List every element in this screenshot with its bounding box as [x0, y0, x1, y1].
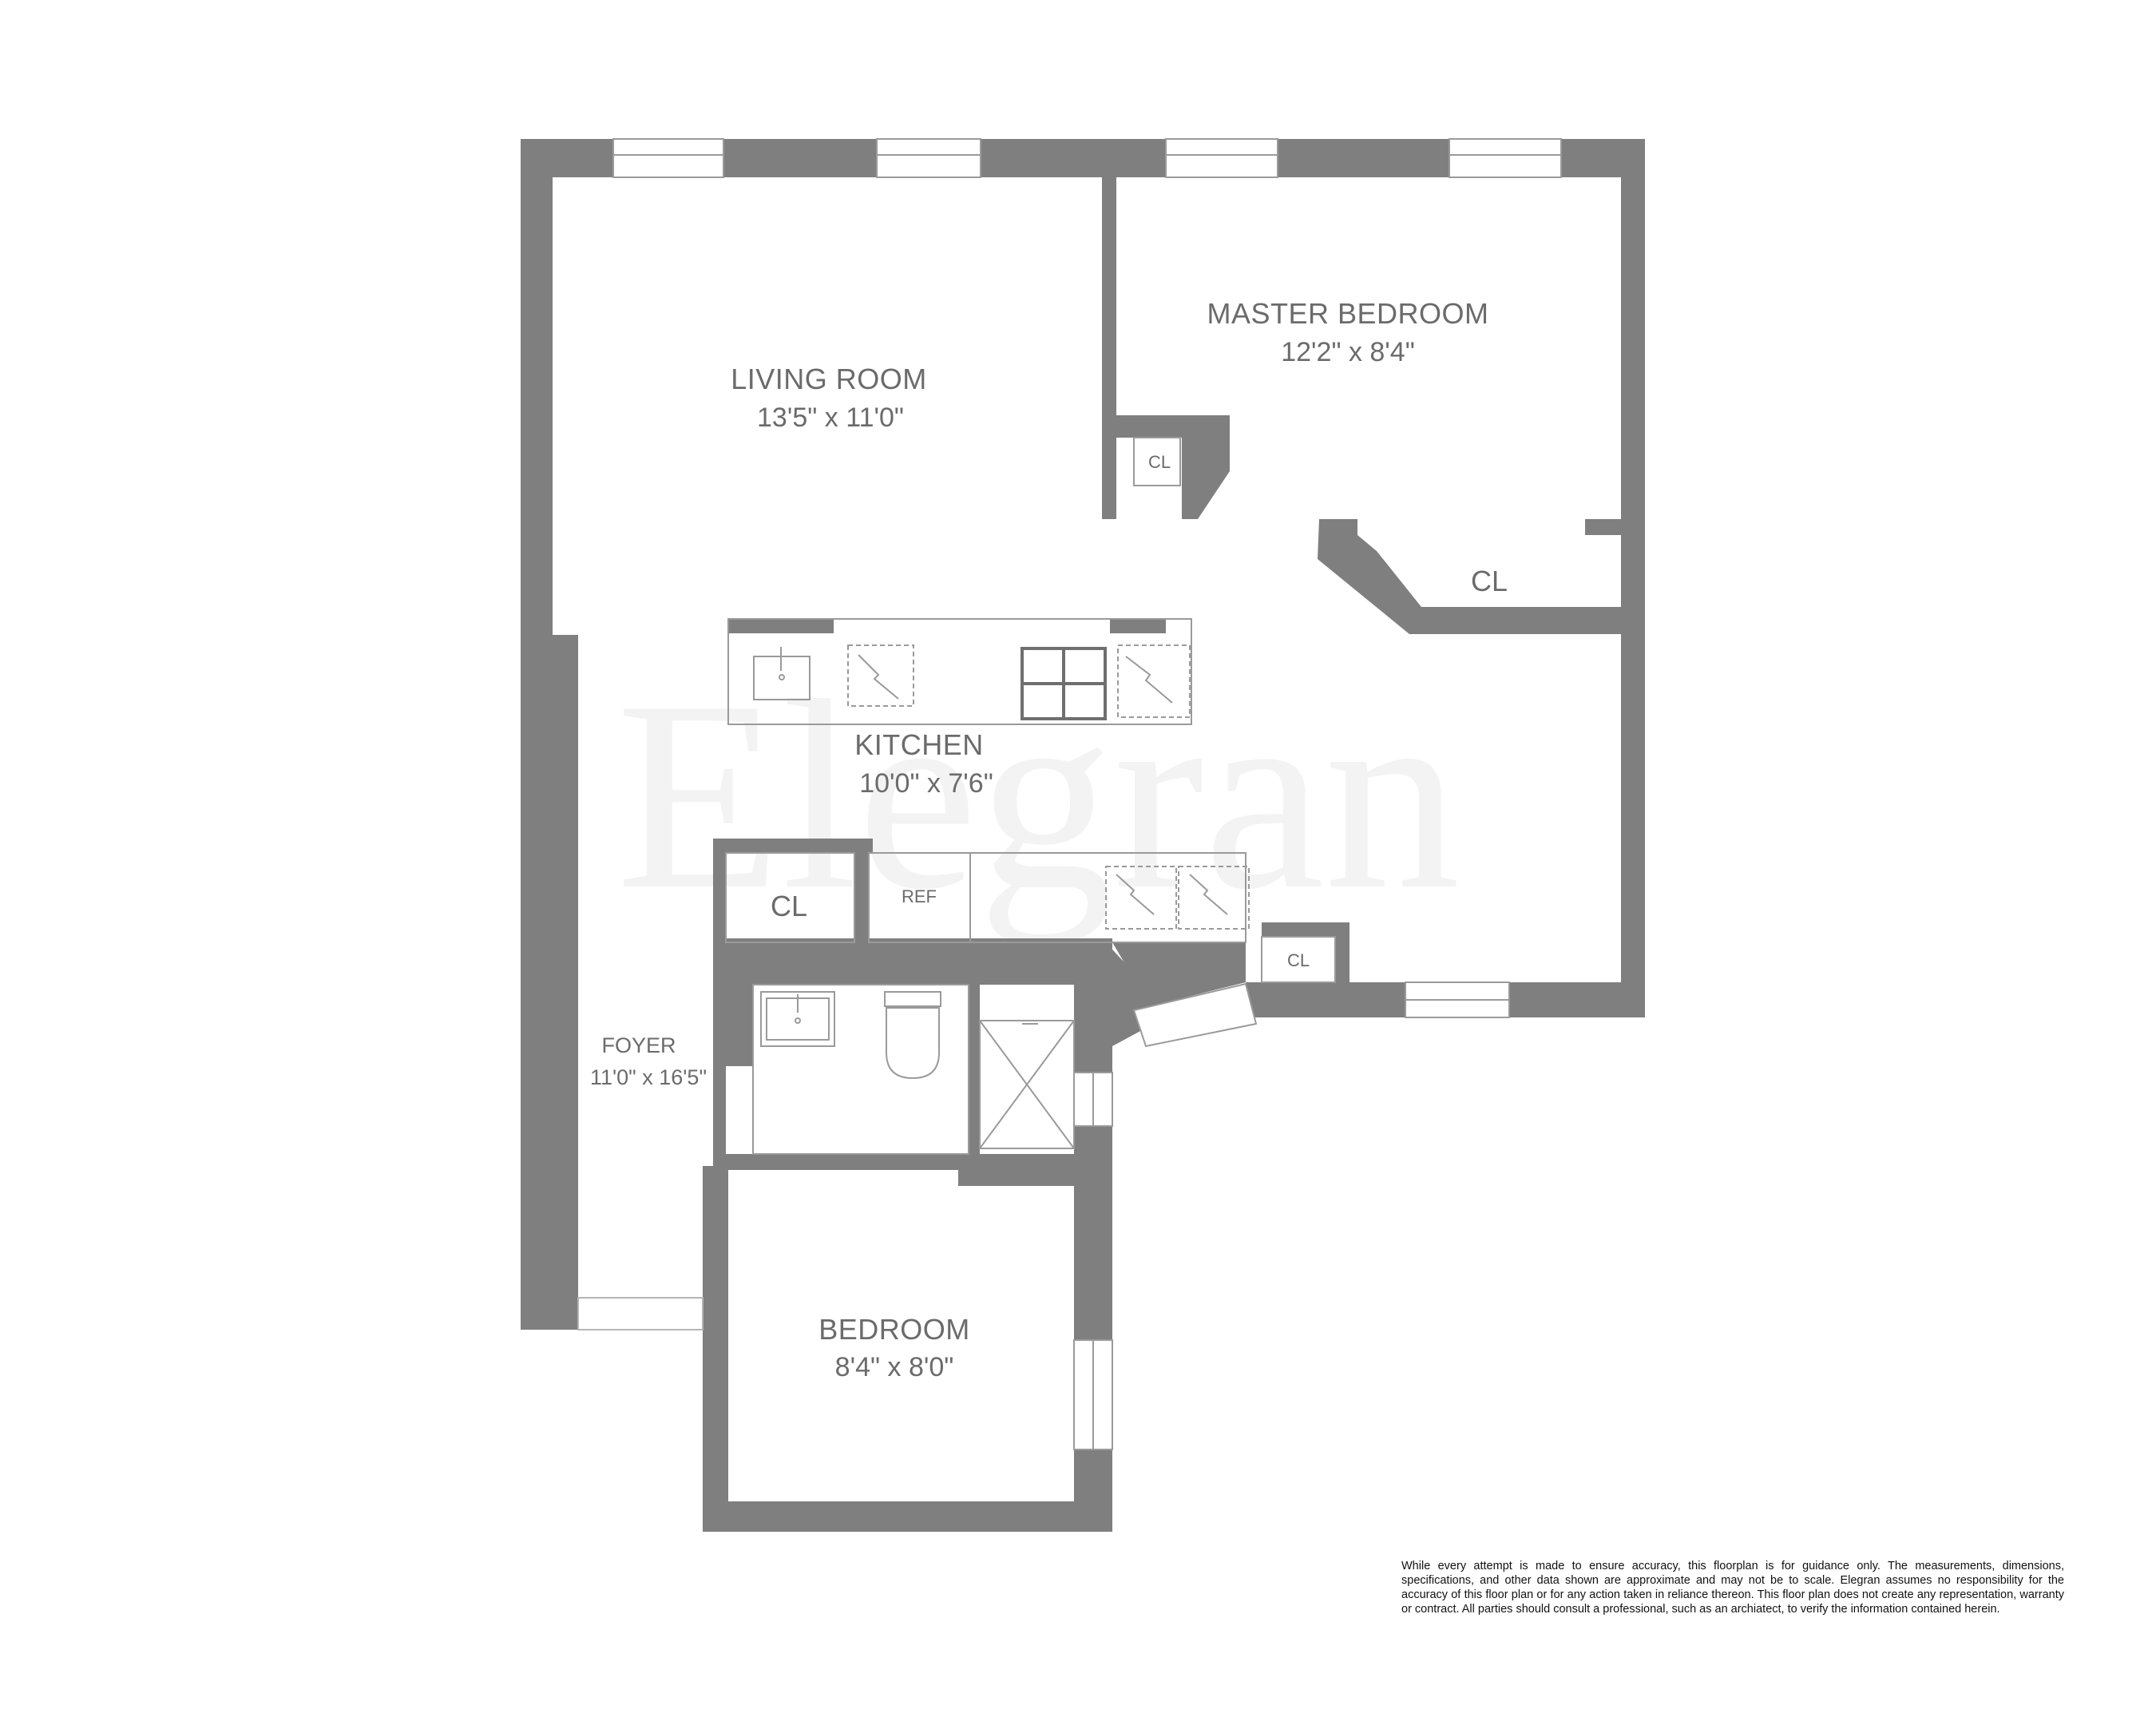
refrigerator-label: REF [902, 886, 937, 906]
closet-living-label: CL [1148, 452, 1171, 472]
watermark: Elegran [616, 644, 1460, 946]
lower-appliance-1-icon [1105, 866, 1177, 930]
bath-sink-icon [760, 991, 835, 1047]
master-bedroom-dim: 12'2" x 8'4" [1281, 337, 1415, 367]
shower-icon [979, 1020, 1075, 1149]
appliance-dashed-icon [1117, 644, 1191, 718]
disclaimer-text: While every attempt is made to ensure ac… [1401, 1560, 2064, 1616]
closet-master-label: CL [1471, 565, 1508, 597]
foyer-name: FOYER [601, 1033, 676, 1057]
windows [612, 138, 1562, 1450]
living-room-dim: 13'5" x 11'0" [757, 402, 904, 433]
dishwasher-icon [847, 644, 914, 707]
kitchen-fixtures [725, 618, 1250, 943]
bedroom-name: BEDROOM [818, 1313, 970, 1346]
bath-fixtures [752, 984, 1075, 1155]
foyer-dim: 11'0" x 16'5" [590, 1065, 707, 1089]
stove-icon [1021, 647, 1107, 720]
closet-outlines [1133, 437, 1336, 983]
bedroom-dim: 8'4" x 8'0" [835, 1352, 954, 1382]
lower-appliance-2-icon [1178, 866, 1250, 930]
room-labels: LIVING ROOM 13'5" x 11'0" MASTER BEDROOM… [590, 297, 1508, 1382]
kitchen-dim: 10'0" x 7'6" [859, 768, 993, 799]
kitchen-name: KITCHEN [854, 728, 984, 761]
toilet-icon [884, 991, 941, 1080]
closet-kitchen-label: CL [1287, 950, 1310, 970]
living-room-name: LIVING ROOM [731, 363, 927, 395]
entry-door-opening [577, 1297, 703, 1330]
master-bedroom-name: MASTER BEDROOM [1207, 297, 1488, 330]
refrigerator-icon [868, 852, 971, 943]
closet-foyer-label: CL [771, 890, 807, 922]
